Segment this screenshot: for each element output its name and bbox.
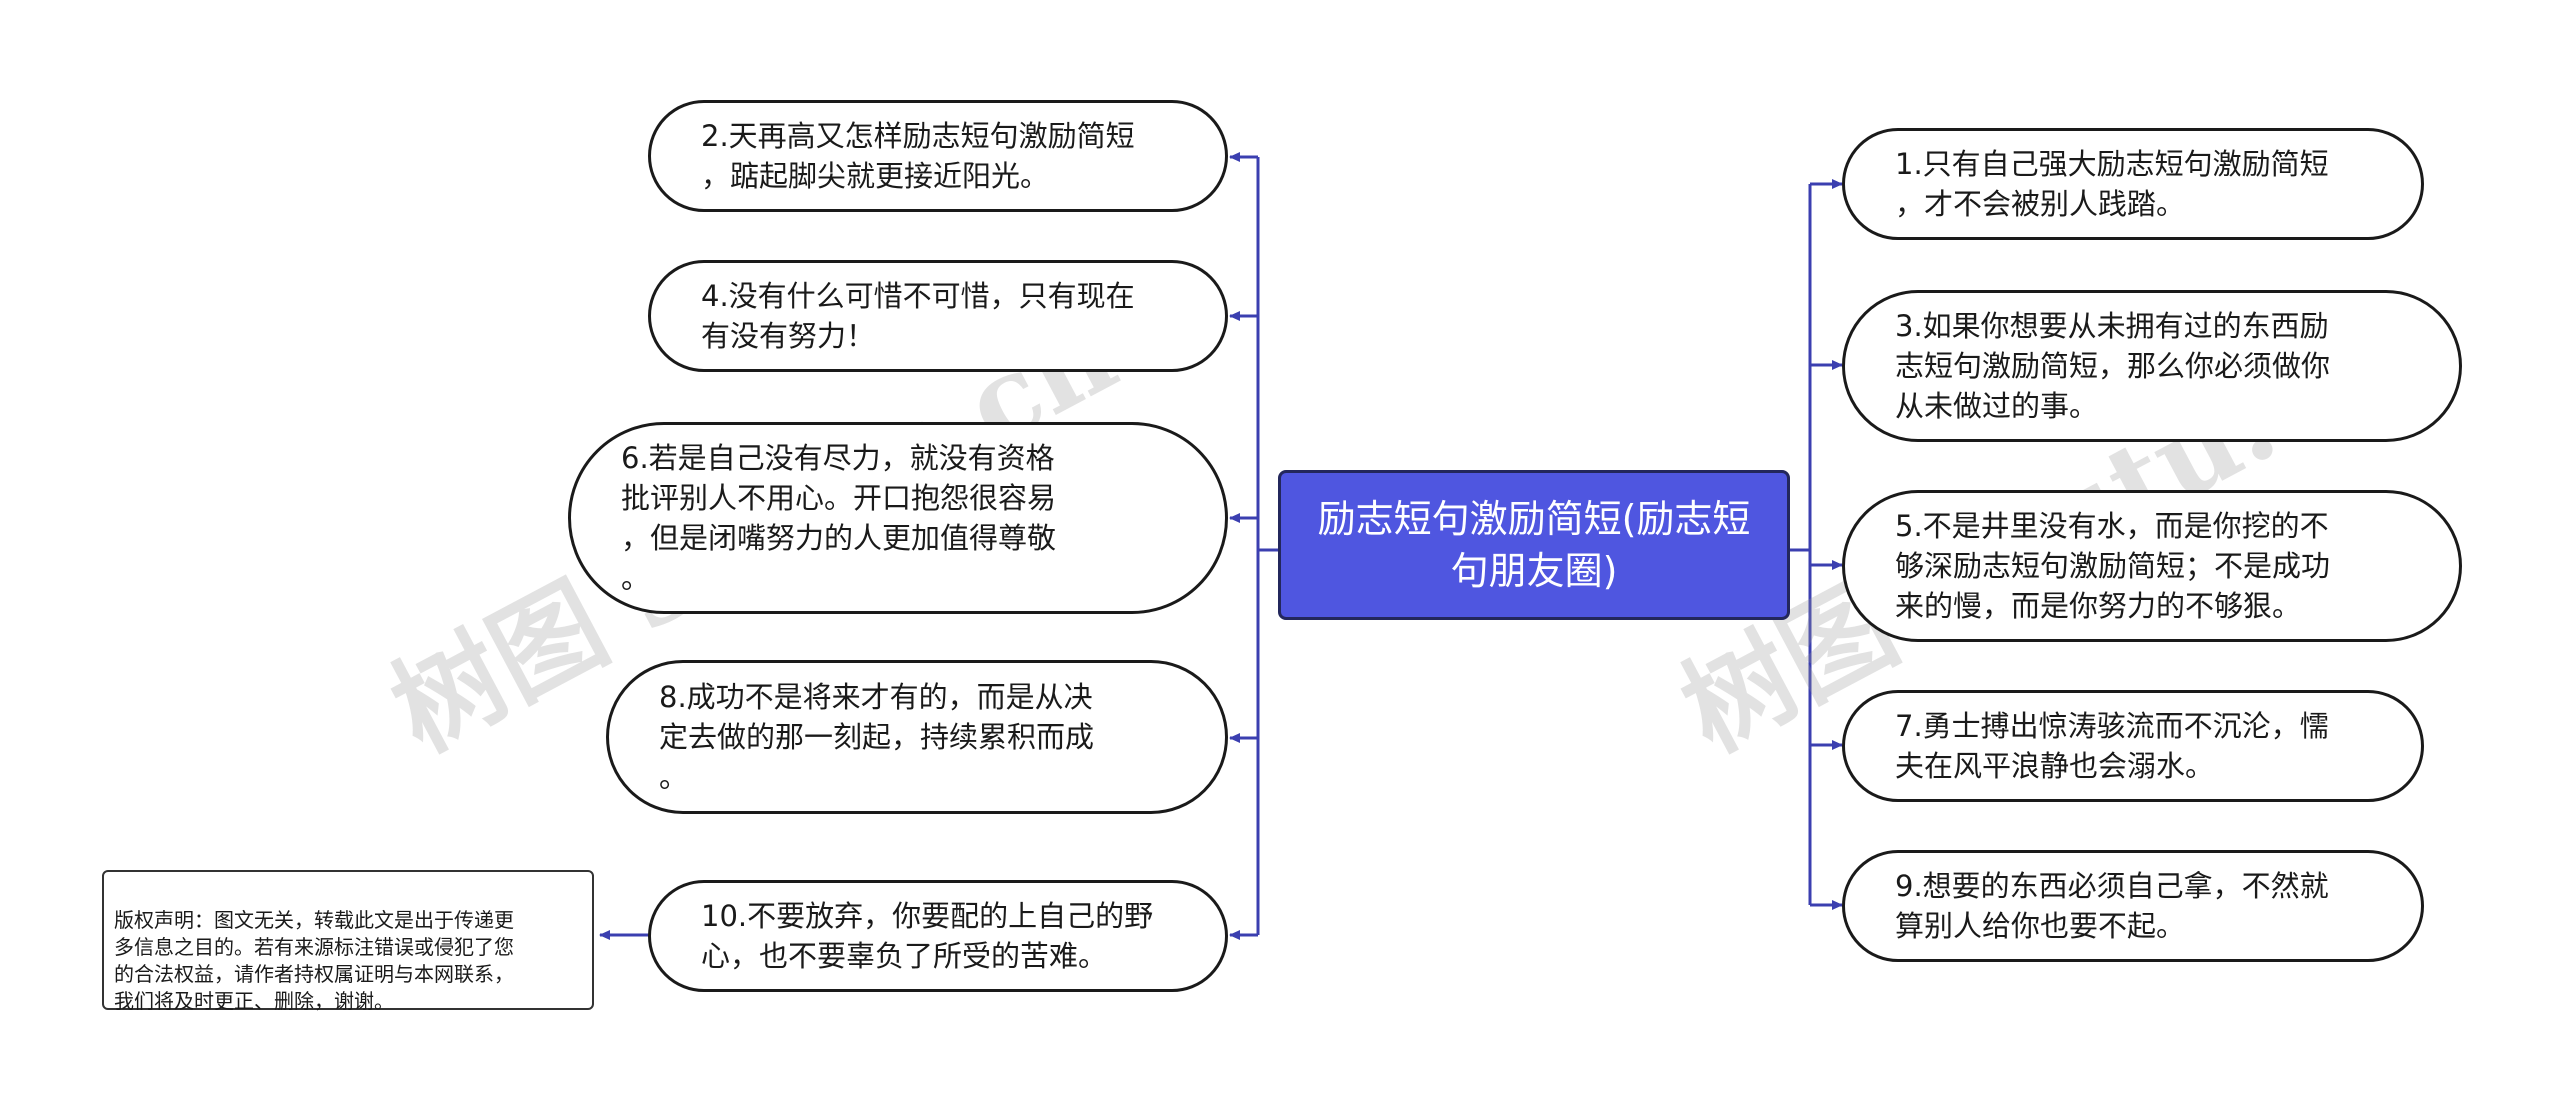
topic-node-10[interactable]: 10.不要放弃，你要配的上自己的野 心，也不要辜负了所受的苦难。	[648, 880, 1228, 992]
topic-node-6[interactable]: 6.若是自己没有尽力，就没有资格 批评别人不用心。开口抱怨很容易 ，但是闭嘴努力…	[568, 422, 1228, 614]
topic-node-8-text: 8.成功不是将来才有的，而是从决 定去做的那一刻起，持续累积而成 。	[659, 680, 1095, 794]
topic-node-2[interactable]: 2.天再高又怎样励志短句激励简短 ，踮起脚尖就更接近阳光。	[648, 100, 1228, 212]
copyright-note: 版权声明：图文无关，转载此文是出于传递更 多信息之目的。若有来源标注错误或侵犯了…	[102, 870, 594, 1013]
topic-node-1-text: 1.只有自己强大励志短句激励简短 ，才不会被别人践踏。	[1895, 147, 2329, 221]
topic-node-5-text: 5.不是井里没有水，而是你挖的不 够深励志短句激励简短；不是成功 来的慢，而是你…	[1895, 509, 2331, 623]
topic-node-4[interactable]: 4.没有什么可惜不可惜，只有现在 有没有努力！	[648, 260, 1228, 372]
topic-node-9[interactable]: 9.想要的东西必须自己拿，不然就 算别人给你也要不起。	[1842, 850, 2424, 962]
topic-node-5[interactable]: 5.不是井里没有水，而是你挖的不 够深励志短句激励简短；不是成功 来的慢，而是你…	[1842, 490, 2462, 642]
topic-node-4-text: 4.没有什么可惜不可惜，只有现在 有没有努力！	[701, 279, 1135, 353]
topic-node-7[interactable]: 7.勇士搏出惊涛骇流而不沉沦，懦 夫在风平浪静也会溺水。	[1842, 690, 2424, 802]
topic-node-1[interactable]: 1.只有自己强大励志短句激励简短 ，才不会被别人践踏。	[1842, 128, 2424, 240]
topic-node-6-text: 6.若是自己没有尽力，就没有资格 批评别人不用心。开口抱怨很容易 ，但是闭嘴努力…	[621, 441, 1057, 595]
topic-node-7-text: 7.勇士搏出惊涛骇流而不沉沦，懦 夫在风平浪静也会溺水。	[1895, 709, 2329, 783]
central-topic[interactable]: 励志短句激励简短(励志短 句朋友圈)	[1278, 470, 1790, 620]
topic-node-2-text: 2.天再高又怎样励志短句激励简短 ，踮起脚尖就更接近阳光。	[701, 119, 1135, 193]
central-topic-label: 励志短句激励简短(励志短 句朋友圈)	[1317, 497, 1751, 593]
copyright-note-text: 版权声明：图文无关，转载此文是出于传递更 多信息之目的。若有来源标注错误或侵犯了…	[114, 908, 514, 1013]
topic-node-3-text: 3.如果你想要从未拥有过的东西励 志短句激励简短，那么你必须做你 从未做过的事。	[1895, 309, 2331, 423]
topic-node-3[interactable]: 3.如果你想要从未拥有过的东西励 志短句激励简短，那么你必须做你 从未做过的事。	[1842, 290, 2462, 442]
topic-node-8[interactable]: 8.成功不是将来才有的，而是从决 定去做的那一刻起，持续累积而成 。	[606, 660, 1228, 814]
topic-node-10-text: 10.不要放弃，你要配的上自己的野 心，也不要辜负了所受的苦难。	[701, 899, 1154, 973]
topic-node-9-text: 9.想要的东西必须自己拿，不然就 算别人给你也要不起。	[1895, 869, 2329, 943]
